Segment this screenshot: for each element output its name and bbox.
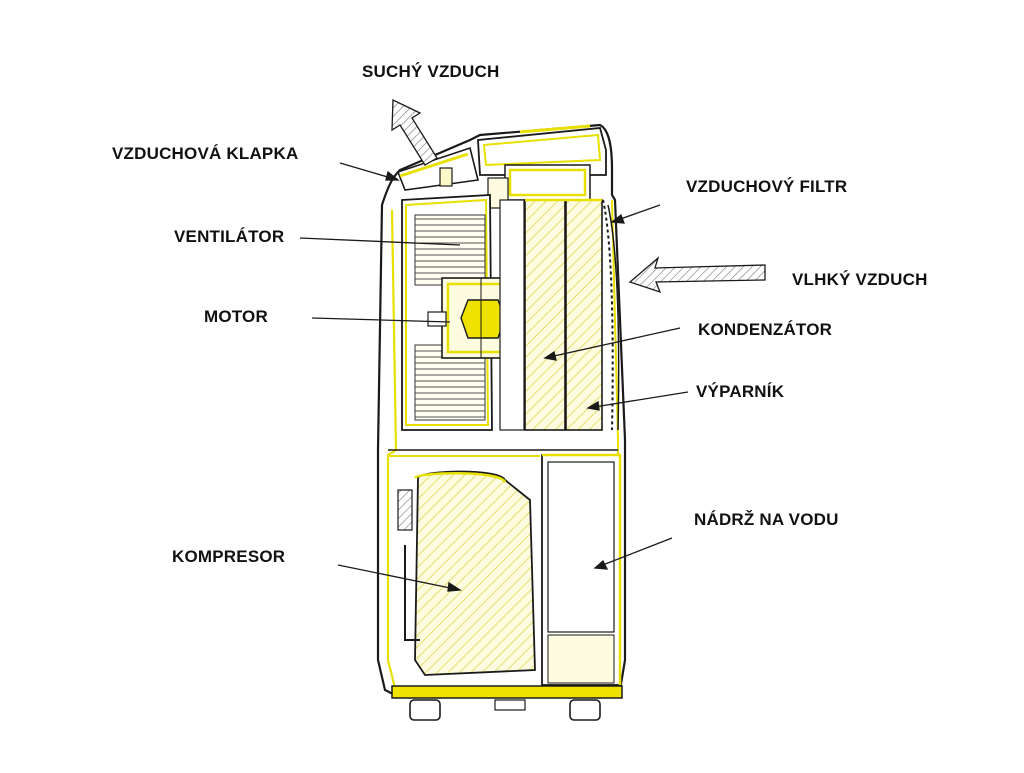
condenser-block	[524, 199, 566, 431]
humid-air-arrow-icon	[628, 256, 766, 294]
air-filter-grille	[602, 199, 614, 431]
compressor-body	[414, 470, 536, 676]
base-plate	[391, 685, 623, 699]
label-humid-air: VLHKÝ VZDUCH	[792, 270, 928, 289]
dry-air-arrow-icon	[391, 98, 438, 166]
motor-core	[460, 299, 506, 339]
label-air-flap: VZDUCHOVÁ KLAPKA	[112, 144, 299, 163]
evaporator-block	[565, 199, 603, 431]
label-evaporator: VÝPARNÍK	[696, 382, 785, 401]
casing-inner-outline	[386, 209, 398, 689]
leader-lines	[299, 162, 689, 592]
label-dry-air: SUCHÝ VZDUCH	[362, 62, 500, 81]
wheel-right	[569, 699, 601, 721]
label-air-filter: VZDUCHOVÝ FILTR	[686, 177, 848, 196]
label-motor: MOTOR	[204, 307, 268, 326]
label-compressor: KOMPRESOR	[172, 547, 286, 566]
compressor-piping	[404, 545, 420, 641]
label-water-tank: NÁDRŽ NA VODU	[694, 510, 839, 529]
label-fan: VENTILÁTOR	[174, 227, 285, 246]
wheel-left	[409, 699, 441, 721]
label-condenser: KONDENZÁTOR	[698, 320, 833, 339]
